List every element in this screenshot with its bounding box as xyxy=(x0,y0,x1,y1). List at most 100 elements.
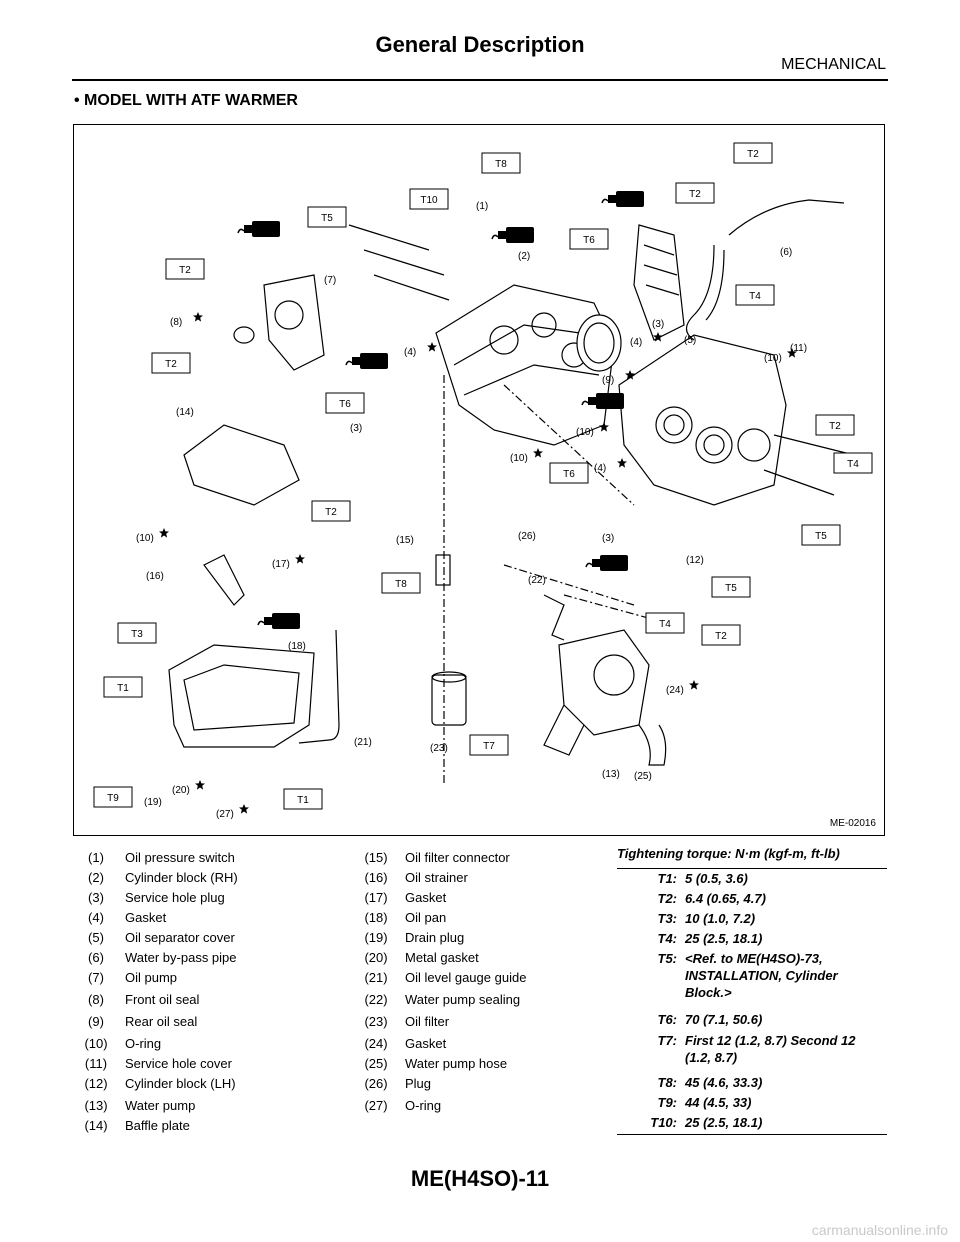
torque-key: T10: xyxy=(650,1115,677,1130)
torque-box-text: T8 xyxy=(395,579,407,590)
legend-item-number: (9) xyxy=(88,1014,104,1029)
torque-box-text: T10 xyxy=(420,195,438,206)
torque-value: 44 (4.5, 33) xyxy=(685,1095,752,1110)
section-heading: • MODEL WITH ATF WARMER xyxy=(74,92,298,109)
part-callout: (10) xyxy=(764,353,782,364)
legend-item-number: (11) xyxy=(84,1056,108,1071)
torque-value: 6.4 (0.65, 4.7) xyxy=(685,891,766,906)
part-callout: (4) xyxy=(630,337,642,348)
part-callout: (22) xyxy=(528,575,546,586)
legend-item-name: Front oil seal xyxy=(125,992,200,1007)
legend-rule xyxy=(617,1134,887,1135)
part-callout: (6) xyxy=(780,247,792,258)
part-callout: (9) xyxy=(602,375,614,386)
torque-value: 10 (1.0, 7.2) xyxy=(685,911,756,926)
replace-part-star-icon xyxy=(195,780,205,790)
legend-item-number: (5) xyxy=(88,930,104,945)
torque-box-text: T8 xyxy=(495,159,507,170)
legend-item-name: Water by-pass pipe xyxy=(125,950,237,965)
legend-item-name: Gasket xyxy=(405,1036,447,1051)
torque-box-label: T9 xyxy=(93,786,133,808)
torque-box-text: T2 xyxy=(325,507,337,518)
header-rule xyxy=(72,79,888,81)
torque-box-text: T6 xyxy=(339,399,351,410)
legend-item-name: Cylinder block (LH) xyxy=(125,1076,236,1091)
torque-box-text: T9 xyxy=(107,793,119,804)
legend-item-number: (22) xyxy=(364,992,388,1007)
torque-box-label: T5 xyxy=(307,206,347,228)
torque-box-text: T7 xyxy=(483,741,495,752)
part-callout: (23) xyxy=(430,743,448,754)
torque-box-label: T5 xyxy=(711,576,751,598)
legend-item-name: Oil pump xyxy=(125,970,178,985)
legend-item-number: (24) xyxy=(364,1036,388,1051)
legend-item-number: (7) xyxy=(88,970,104,985)
section-label: MECHANICAL xyxy=(781,56,886,73)
part-callout: (24) xyxy=(666,685,684,696)
torque-box-label: T4 xyxy=(833,452,873,474)
torque-box-label: T4 xyxy=(735,284,775,306)
legend-item-name: Cylinder block (RH) xyxy=(125,870,238,885)
legend-item-name: Oil level gauge guide xyxy=(405,970,527,985)
torque-box-label: T2 xyxy=(815,414,855,436)
legend-item-name: Baffle plate xyxy=(125,1118,190,1133)
legend-item-number: (14) xyxy=(84,1118,108,1133)
legend-item-name: Oil separator cover xyxy=(125,930,235,945)
replace-part-star-icon xyxy=(159,528,169,538)
legend-item-number: (21) xyxy=(364,970,388,985)
part-callout: (11) xyxy=(790,343,807,354)
torque-box-text: T5 xyxy=(321,213,333,224)
torque-value: 45 (4.6, 33.3) xyxy=(685,1075,763,1090)
torque-box-label: T2 xyxy=(311,500,351,522)
legend-item-name: O-ring xyxy=(125,1036,162,1051)
torque-box-text: T2 xyxy=(689,189,701,200)
torque-box-text: T2 xyxy=(747,149,759,160)
watermark: carmanualsonline.info xyxy=(811,1222,948,1238)
legend-item-number: (26) xyxy=(364,1076,388,1091)
part-callout: (10) xyxy=(136,533,154,544)
part-callout: (3) xyxy=(652,319,664,330)
legend-item-name: Oil strainer xyxy=(405,870,468,885)
torque-heading: Tightening torque: N·m (kgf-m, ft-lb) xyxy=(617,846,887,869)
part-callout: (25) xyxy=(634,771,652,782)
torque-key: T6: xyxy=(657,1012,678,1027)
torque-box-label: T5 xyxy=(801,524,841,546)
torque-box-label: T8 xyxy=(381,572,421,594)
legend-item-number: (1) xyxy=(88,850,104,865)
part-callout: (17) xyxy=(272,559,290,570)
legend-item-name: Water pump sealing xyxy=(405,992,521,1007)
torque-value: 25 (2.5, 18.1) xyxy=(685,1115,763,1130)
torque-key: T3: xyxy=(657,911,678,926)
part-callout: (4) xyxy=(594,463,606,474)
legend-item-name: Drain plug xyxy=(405,930,465,945)
legend-item-number: (20) xyxy=(364,950,388,965)
part-callout: (7) xyxy=(324,275,336,286)
page-number: ME(H4SO)-11 xyxy=(410,1166,550,1191)
legend-item-number: (8) xyxy=(88,992,104,1007)
legend-item-name: Water pump xyxy=(125,1098,196,1113)
torque-key: T1: xyxy=(657,871,678,886)
legend-item-name: O-ring xyxy=(405,1098,442,1113)
torque-box-text: T2 xyxy=(829,421,841,432)
replace-part-star-icon xyxy=(533,448,543,458)
part-callout: (10) xyxy=(510,453,528,464)
part-callout: (5) xyxy=(684,335,696,346)
legend-item-name: Service hole cover xyxy=(125,1056,232,1071)
torque-box-label: T2 xyxy=(701,624,741,646)
part-callout: (8) xyxy=(170,317,182,328)
torque-value: <Ref. to ME(H4SO)-73, INSTALLATION, Cyli… xyxy=(685,951,838,1000)
part-callout: (20) xyxy=(172,785,190,796)
part-callout: (3) xyxy=(602,533,614,544)
replace-part-star-icon xyxy=(617,458,627,468)
torque-key: T8: xyxy=(657,1075,678,1090)
part-callout: (3) xyxy=(350,423,362,434)
torque-key: T9: xyxy=(657,1095,678,1110)
torque-box-text: T5 xyxy=(815,531,827,542)
part-callout: (19) xyxy=(144,797,162,808)
torque-box-text: T2 xyxy=(179,265,191,276)
legend-item-number: (18) xyxy=(364,910,388,925)
legend-item-number: (15) xyxy=(364,850,388,865)
part-callout: (14) xyxy=(176,407,194,418)
torque-box-text: T4 xyxy=(659,619,671,630)
